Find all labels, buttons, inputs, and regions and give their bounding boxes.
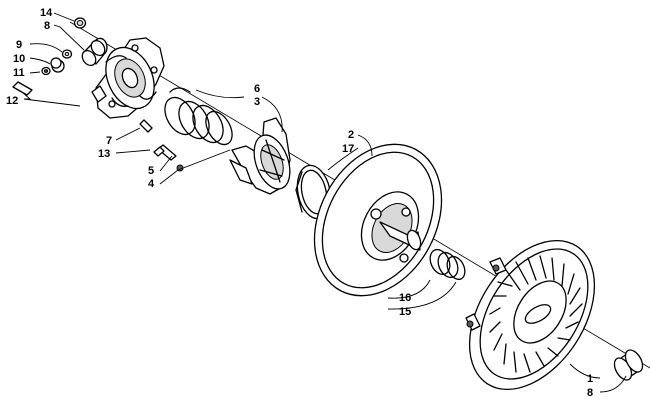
part-pin-12 <box>12 81 33 96</box>
part-cam-3 <box>229 117 291 195</box>
callout-1: 1 <box>587 373 593 385</box>
callout-4: 4 <box>148 178 155 190</box>
part-nut-14 <box>73 17 87 29</box>
part-pin-7 <box>139 119 153 133</box>
part-washer-9 <box>61 49 73 59</box>
part-spring-6 <box>164 87 233 146</box>
callout-7: 7 <box>106 135 112 147</box>
callout-2: 2 <box>348 129 354 141</box>
callout-8-lower: 8 <box>587 387 593 399</box>
callout-14: 14 <box>40 7 53 19</box>
part-screw-5 <box>153 144 177 161</box>
callout-8-upper: 8 <box>44 20 50 32</box>
part-sheave-2 <box>313 143 443 297</box>
callout-13: 13 <box>98 148 110 160</box>
part-spring-16-15 <box>429 248 466 281</box>
callout-6: 6 <box>254 83 260 95</box>
callout-3: 3 <box>254 96 260 108</box>
callout-9: 9 <box>16 39 22 51</box>
part-cam-plate <box>91 37 165 119</box>
callout-12: 12 <box>6 95 18 107</box>
callout-10: 10 <box>13 53 25 65</box>
callout-11: 11 <box>13 67 25 79</box>
callout-labels: 14 8 9 10 11 12 7 13 6 3 5 4 2 17 16 15 … <box>6 7 593 399</box>
callout-16: 16 <box>399 292 411 304</box>
callout-17: 17 <box>342 143 354 155</box>
callout-5: 5 <box>148 165 154 177</box>
leader-lines <box>21 12 627 393</box>
callout-15: 15 <box>399 306 411 318</box>
part-sheave-1 <box>465 239 596 391</box>
part-roller-10 <box>50 57 65 73</box>
part-bushing-8-lower <box>613 349 644 381</box>
part-bushing-8-upper <box>81 37 108 67</box>
part-washer-11 <box>41 66 51 76</box>
